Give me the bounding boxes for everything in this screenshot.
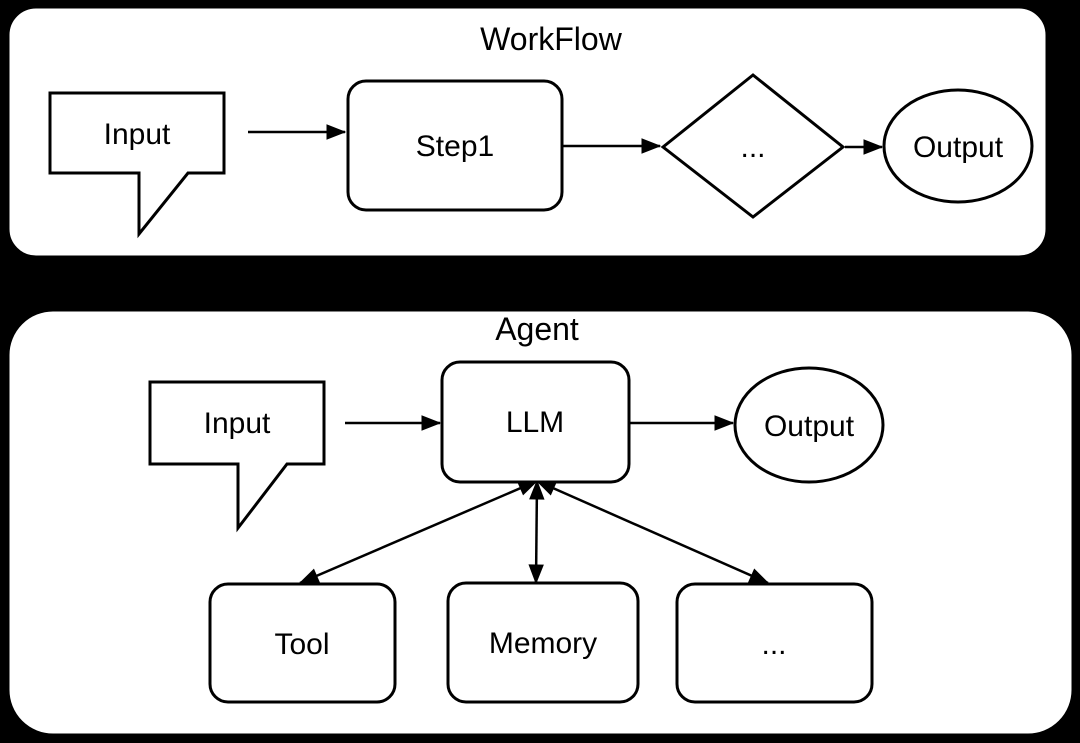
agent-input-label: Input xyxy=(204,407,271,440)
edge-agent-llm-tool xyxy=(300,479,537,585)
workflow-input-node xyxy=(48,91,226,239)
agent-memory-label: Memory xyxy=(489,627,597,660)
workflow-panel-title: WorkFlow xyxy=(480,21,623,57)
agent-llm-label: LLM xyxy=(506,406,564,439)
edge-agent-llm-more xyxy=(537,479,768,585)
agent-panel-group: Agent Input LLM Output Tool Memory xyxy=(6,308,1075,737)
workflow-output-node xyxy=(882,88,1034,204)
workflow-step1-label: Step1 xyxy=(416,130,494,163)
agent-memory-node xyxy=(446,581,640,704)
workflow-decision-node xyxy=(660,73,846,219)
agent-tool-label: Tool xyxy=(274,628,329,661)
agent-output-node xyxy=(733,366,885,484)
agent-more-label: ... xyxy=(761,628,786,661)
workflow-decision-label: ... xyxy=(740,131,765,164)
workflow-panel-group: WorkFlow Input Step1 ... Output xyxy=(6,5,1049,259)
agent-panel-title: Agent xyxy=(495,311,579,347)
agent-tool-node xyxy=(208,582,397,704)
agent-more-node xyxy=(675,582,874,704)
agent-llm-node xyxy=(440,360,631,484)
agent-output-label: Output xyxy=(764,410,855,443)
agent-input-node xyxy=(148,380,326,533)
workflow-input-label: Input xyxy=(104,118,171,151)
edge-agent-llm-memory xyxy=(536,481,537,583)
workflow-output-label: Output xyxy=(913,131,1004,164)
